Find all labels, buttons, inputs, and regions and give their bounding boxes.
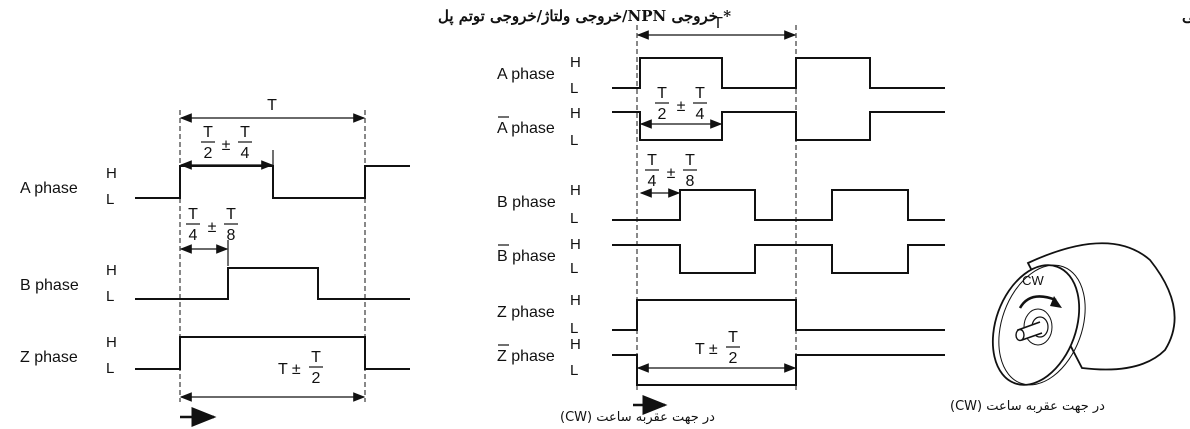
- phase-label-b: B phase: [497, 194, 556, 211]
- phase-label-z: Z phase: [20, 349, 78, 366]
- period-label: T: [713, 15, 723, 32]
- level-low-label: L: [106, 288, 114, 305]
- duty-tolerance-label: T 2 ± T 4: [201, 124, 252, 162]
- plus-minus: ±: [667, 165, 676, 182]
- level-low-label: L: [570, 320, 578, 337]
- fraction-denominator: 4: [696, 106, 705, 123]
- cw-label: CW: [1022, 273, 1044, 288]
- fraction-numerator: T: [728, 329, 738, 346]
- fraction-numerator: T: [240, 124, 250, 141]
- a-phase-waveform: [135, 165, 410, 199]
- z-phase-waveform: [612, 299, 945, 331]
- fraction-denominator: 8: [227, 227, 236, 244]
- phase-label-a: A phase: [20, 180, 78, 197]
- b-inverted-waveform: [612, 244, 945, 274]
- phase-offset-label: T 4 ± T 8: [186, 206, 238, 244]
- direction-text: در جهت عقربه ساعت (CW): [560, 410, 715, 425]
- phase-label-b-inverted: B phase: [497, 248, 556, 265]
- phase-label-z-inverted: Z phase: [497, 348, 555, 365]
- fraction-numerator: T: [226, 206, 236, 223]
- level-high-label: H: [570, 336, 581, 353]
- level-high-label: H: [106, 334, 117, 351]
- direction-text: در جهت عقربه ساعت (CW): [950, 399, 1105, 414]
- fraction-denominator: 2: [204, 145, 213, 162]
- plus-minus: ±: [677, 98, 686, 115]
- z-width-prefix: T ±: [695, 341, 718, 358]
- fraction-numerator: T: [657, 85, 667, 102]
- period-label: T: [267, 97, 277, 114]
- phase-label-b: B phase: [20, 277, 79, 294]
- right-timing-diagram: T A phase H L A phase H L T 2 ± T 4 T 4 …: [497, 15, 1105, 415]
- plus-minus: ±: [208, 219, 217, 236]
- fraction-numerator: T: [695, 85, 705, 102]
- fraction-denominator: 8: [686, 173, 695, 190]
- plus-minus: ±: [222, 137, 231, 154]
- level-low-label: L: [570, 362, 578, 379]
- phase-label-z: Z phase: [497, 304, 555, 321]
- level-high-label: H: [106, 262, 117, 279]
- b-phase-waveform: [135, 267, 410, 300]
- level-high-label: H: [570, 236, 581, 253]
- fraction-denominator: 2: [312, 370, 321, 387]
- phase-label-a: A phase: [497, 66, 555, 83]
- level-high-label: H: [106, 165, 117, 182]
- level-low-label: L: [106, 191, 114, 208]
- z-width-prefix: T ±: [278, 361, 301, 378]
- cw-rotation-arrow-icon: [1018, 295, 1057, 309]
- a-phase-waveform: [612, 57, 945, 89]
- fraction-numerator: T: [311, 349, 321, 366]
- level-high-label: H: [570, 105, 581, 122]
- z-phase-waveform: [135, 336, 410, 370]
- heading-line-driver: * خروجی درایور خطی: [1182, 7, 1190, 25]
- fraction-numerator: T: [647, 152, 657, 169]
- left-timing-diagram: T T 2 ± T 4 A phase H L T 4 ± T 8: [20, 97, 715, 427]
- fraction-denominator: 2: [658, 106, 667, 123]
- level-high-label: H: [570, 54, 581, 71]
- fraction-denominator: 4: [648, 173, 657, 190]
- level-low-label: L: [570, 210, 578, 227]
- fraction-numerator: T: [203, 124, 213, 141]
- level-high-label: H: [570, 292, 581, 309]
- duty-tolerance-label: T 2 ± T 4: [655, 85, 707, 123]
- fraction-numerator: T: [188, 206, 198, 223]
- level-low-label: L: [570, 80, 578, 97]
- level-low-label: L: [570, 260, 578, 277]
- level-high-label: H: [570, 182, 581, 199]
- z-inverted-waveform: [612, 354, 945, 386]
- fraction-denominator: 4: [189, 227, 198, 244]
- fraction-numerator: T: [685, 152, 695, 169]
- level-low-label: L: [106, 360, 114, 377]
- rotary-encoder-illustration: CW: [991, 242, 1176, 386]
- phase-offset-label: T 4 ± T 8: [645, 152, 697, 190]
- level-low-label: L: [570, 132, 578, 149]
- fraction-denominator: 2: [729, 350, 738, 367]
- z-width-label: T ± T 2: [695, 329, 740, 367]
- fraction-denominator: 4: [241, 145, 250, 162]
- b-phase-waveform: [612, 189, 945, 221]
- z-width-label: T ± T 2: [278, 349, 323, 387]
- heading-npn-voltage-totem-pole: * خروجی NPN/خروجی ولتاژ/خروجی توتم پل: [438, 7, 731, 26]
- phase-label-a-inverted: A phase: [497, 120, 555, 137]
